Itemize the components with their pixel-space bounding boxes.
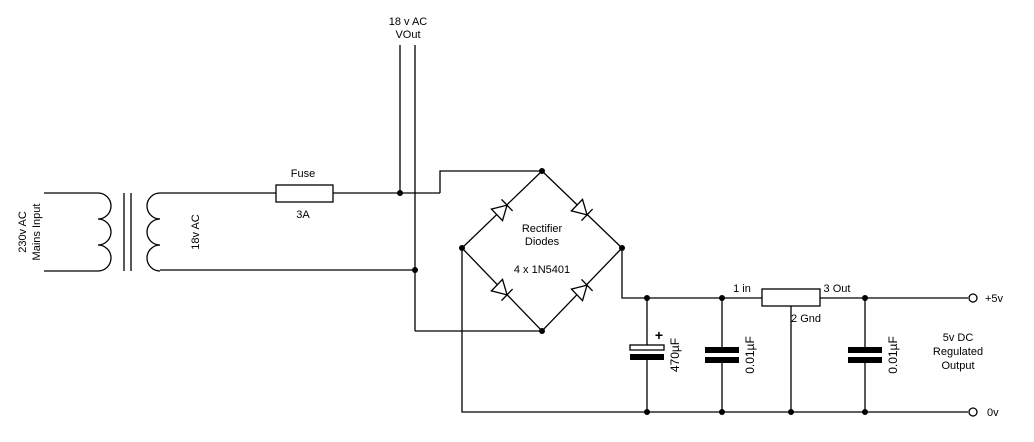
- capacitor-value: 470µF: [668, 338, 682, 372]
- fuse-symbol: [275, 184, 334, 203]
- output-description: Output: [941, 360, 974, 372]
- junction-dot: [539, 328, 545, 334]
- junction-dot: [862, 409, 868, 415]
- junction-dot: [412, 267, 418, 273]
- junction-dot: [397, 190, 403, 196]
- junction-dot: [719, 409, 725, 415]
- fuse-label: Fuse: [291, 168, 315, 180]
- junction-dot: [719, 295, 725, 301]
- secondary-coil: [146, 192, 161, 272]
- mains-input-label: 230v AC: [17, 211, 29, 253]
- regulator-pin-gnd: 2 Gnd: [791, 313, 821, 325]
- output-description: 5v DC: [943, 332, 974, 344]
- wire: [439, 170, 542, 193]
- positive-rail: [621, 248, 762, 299]
- ground-output-label: 0v: [987, 407, 999, 419]
- rectifier-part: 4 x 1N5401: [514, 264, 570, 276]
- capacitor-value: 0.01µF: [886, 336, 900, 374]
- primary-coil: [44, 192, 112, 272]
- diode: [570, 278, 594, 302]
- polarity-mark: +: [655, 327, 663, 343]
- transformer: [44, 192, 161, 272]
- junction-dot: [644, 295, 650, 301]
- diode: [490, 198, 514, 222]
- rectifier-label: Rectifier: [522, 223, 563, 235]
- regulator-pin-out: 3 Out: [824, 283, 851, 295]
- bridge-outline: [461, 170, 623, 332]
- ac-out-label: 18 v AC: [389, 16, 428, 28]
- output-description: Regulated: [933, 346, 983, 358]
- ground-rail: [461, 248, 968, 413]
- junction-dot: [862, 295, 868, 301]
- capacitor-value: 0.01µF: [743, 336, 757, 374]
- positive-output-label: +5v: [985, 293, 1004, 305]
- ac-out-label: VOut: [395, 29, 420, 41]
- junction-dot: [644, 409, 650, 415]
- capacitor: [848, 295, 882, 415]
- fuse-rating: 3A: [296, 209, 310, 221]
- junction-dot: [539, 168, 545, 174]
- diode: [570, 198, 594, 222]
- positive-terminal: [968, 293, 978, 303]
- rectifier-label: Diodes: [525, 236, 560, 248]
- diode: [490, 278, 514, 302]
- capacitor: [705, 295, 739, 415]
- ground-terminal: [968, 407, 978, 417]
- secondary-voltage-label: 18v AC: [190, 214, 202, 250]
- regulator-pin-in: 1 in: [733, 283, 751, 295]
- mains-input-label: Mains Input: [31, 204, 43, 261]
- voltage-regulator: [761, 288, 821, 307]
- electrolytic-capacitor: [629, 295, 665, 415]
- junction-dot: [788, 409, 794, 415]
- bridge-rectifier: [459, 168, 625, 334]
